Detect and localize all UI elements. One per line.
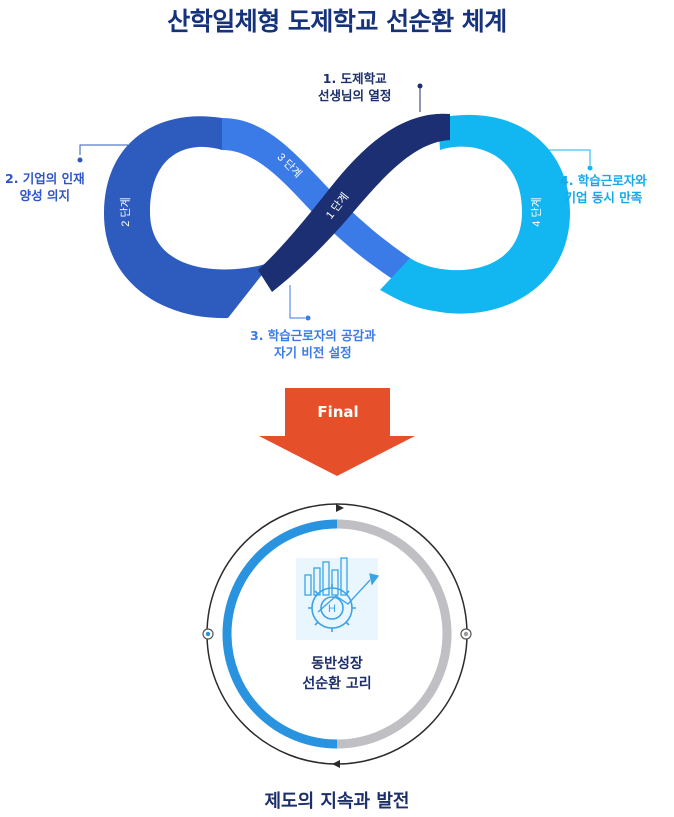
bottom-caption: 제도의 지속과 발전 bbox=[264, 791, 410, 812]
step-2-line2: 양성 의지 bbox=[19, 188, 70, 203]
ring-blue-half bbox=[222, 519, 338, 749]
center-label: 동반성장 선순환 고리 bbox=[262, 654, 412, 694]
step-4-line1: 4. 학습근로자와 bbox=[560, 173, 647, 188]
step-4-number: 4 단계 bbox=[530, 197, 543, 226]
step-2-number: 2 단계 bbox=[119, 197, 132, 226]
leader-lines bbox=[77, 83, 593, 321]
step-2-line1: 2. 기업의 인재 bbox=[5, 171, 85, 186]
final-label: Final bbox=[317, 403, 359, 421]
ring-grey-half bbox=[336, 519, 452, 749]
step-1-label: 1. 도제학교 선생님의 열정 bbox=[318, 70, 391, 104]
final-arrow bbox=[259, 388, 415, 476]
step-3-label: 3. 학습근로자의 공감과 자기 비전 설정 bbox=[250, 327, 376, 361]
step-1-line2: 선생님의 열정 bbox=[318, 88, 392, 103]
center-line2: 선순환 고리 bbox=[302, 676, 372, 692]
page-title: 산학일체형 도제학교 선순환 체계 bbox=[167, 7, 507, 36]
step-4-band bbox=[380, 114, 570, 314]
step-2-label: 2. 기업의 인재 양성 의지 bbox=[5, 170, 85, 204]
step-1-band bbox=[258, 113, 450, 292]
center-line1: 동반성장 bbox=[311, 656, 363, 672]
growth-chart-icon bbox=[296, 557, 380, 640]
gear-icon: H bbox=[308, 584, 356, 632]
step-3-line2: 자기 비전 설정 bbox=[273, 345, 352, 360]
step-1-line1: 1. 도제학교 bbox=[322, 71, 387, 86]
step-4-label: 4. 학습근로자와 기업 동시 만족 bbox=[560, 172, 647, 206]
svg-text:H: H bbox=[328, 603, 336, 615]
step-3-band bbox=[222, 118, 410, 290]
step-2-band bbox=[103, 116, 273, 319]
step-3-line1: 3. 학습근로자의 공감과 bbox=[250, 328, 376, 343]
step-4-line2: 기업 동시 만족 bbox=[564, 190, 643, 205]
